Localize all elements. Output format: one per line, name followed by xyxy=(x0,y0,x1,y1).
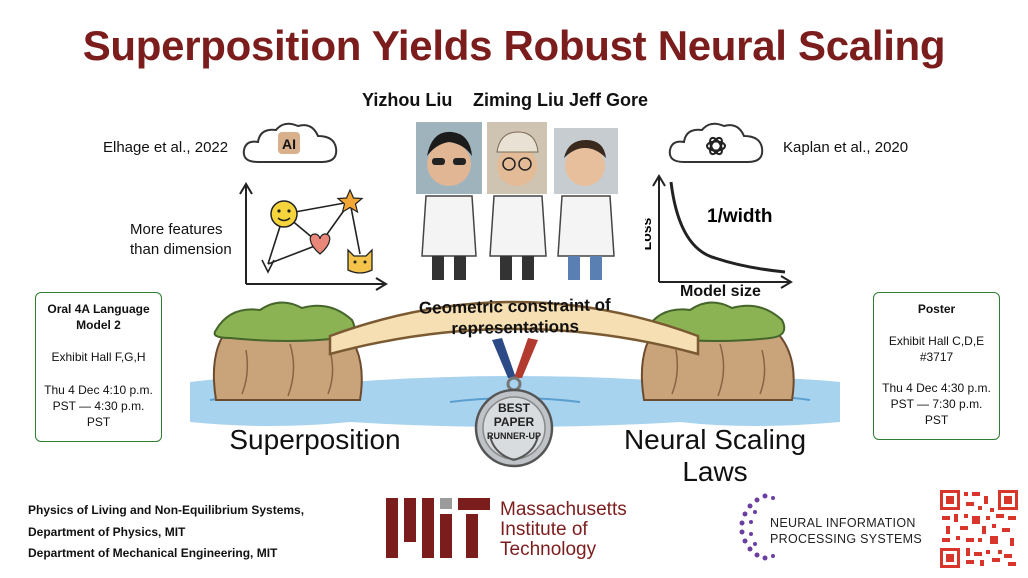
neurips-wordmark: NEURAL INFORMATION PROCESSING SYSTEMS xyxy=(770,516,922,546)
oral-box-location: Exhibit Hall F,G,H xyxy=(51,350,146,365)
oral-box-time: Thu 4 Dec 4:10 p.m. PST — 4:30 p.m. PST xyxy=(44,382,153,429)
cloud-icon-right xyxy=(668,122,764,163)
heart-icon xyxy=(309,233,331,255)
poster-box-time: Thu 4 Dec 4:30 p.m. PST — 7:30 p.m. PST xyxy=(882,380,991,427)
poster-box-location: Exhibit Hall C,D,E #3717 xyxy=(888,334,985,365)
medal-icon: BEST PAPER RUNNER-UP xyxy=(474,376,554,468)
medal-line-2: PAPER xyxy=(494,415,535,429)
poster-title: Superposition Yields Robust Neural Scali… xyxy=(82,22,946,69)
anthropic-logo-icon xyxy=(278,132,300,154)
star-icon xyxy=(336,188,364,214)
medal-line-3: RUNNER-UP xyxy=(487,431,541,441)
cat-icon xyxy=(347,248,373,274)
author-yizhou-liu: Yizhou Liu xyxy=(362,90,453,110)
oral-session-box: Oral 4A Language Model 2 Exhibit Hall F,… xyxy=(35,292,162,442)
curve-label: 1/width xyxy=(707,206,772,227)
neurips-logo-icon xyxy=(739,493,775,561)
poster-box-title: Poster xyxy=(917,302,956,316)
oral-box-title: Oral 4A Language Model 2 xyxy=(47,302,150,333)
feature-plot-label: More features than dimension xyxy=(130,221,232,258)
author-ziming-liu: Ziming Liu xyxy=(473,90,564,110)
superposition-label: Superposition xyxy=(229,424,401,455)
bridge-arch xyxy=(328,300,700,356)
smiley-icon xyxy=(270,200,298,228)
authors-illustration xyxy=(416,122,618,280)
medal-line-1: BEST xyxy=(498,401,531,415)
loss-axis-label: Loss xyxy=(645,217,654,250)
mit-wordmark: Massachusetts Institute of Technology xyxy=(500,499,627,560)
left-citation: Elhage et al., 2022 xyxy=(103,139,229,156)
bridge-scene xyxy=(190,300,840,427)
bridge-text: Geometric constraint of representations xyxy=(418,295,611,339)
loss-plot: Loss 1/width xyxy=(645,174,793,289)
mit-logo-icon xyxy=(386,498,490,558)
scaling-curve xyxy=(669,181,786,274)
cloud-icon: AI xyxy=(242,122,338,163)
left-island xyxy=(212,301,363,401)
qr-code-icon[interactable] xyxy=(938,488,1020,570)
openai-knot-icon xyxy=(706,136,726,156)
poster-session-box: Poster Exhibit Hall C,D,E #3717 Thu 4 De… xyxy=(873,292,1000,440)
right-island xyxy=(640,301,795,401)
neural-scaling-laws-label: Neural Scaling Laws xyxy=(623,424,807,488)
model-size-label: Model size xyxy=(680,283,761,300)
author-jeff-gore: Jeff Gore xyxy=(569,90,649,110)
right-citation: Kaplan et al., 2020 xyxy=(783,139,909,156)
svg-text:AI: AI xyxy=(282,136,296,152)
feature-plot xyxy=(239,182,388,291)
affiliations: Physics of Living and Non-Equilibrium Sy… xyxy=(28,503,305,561)
